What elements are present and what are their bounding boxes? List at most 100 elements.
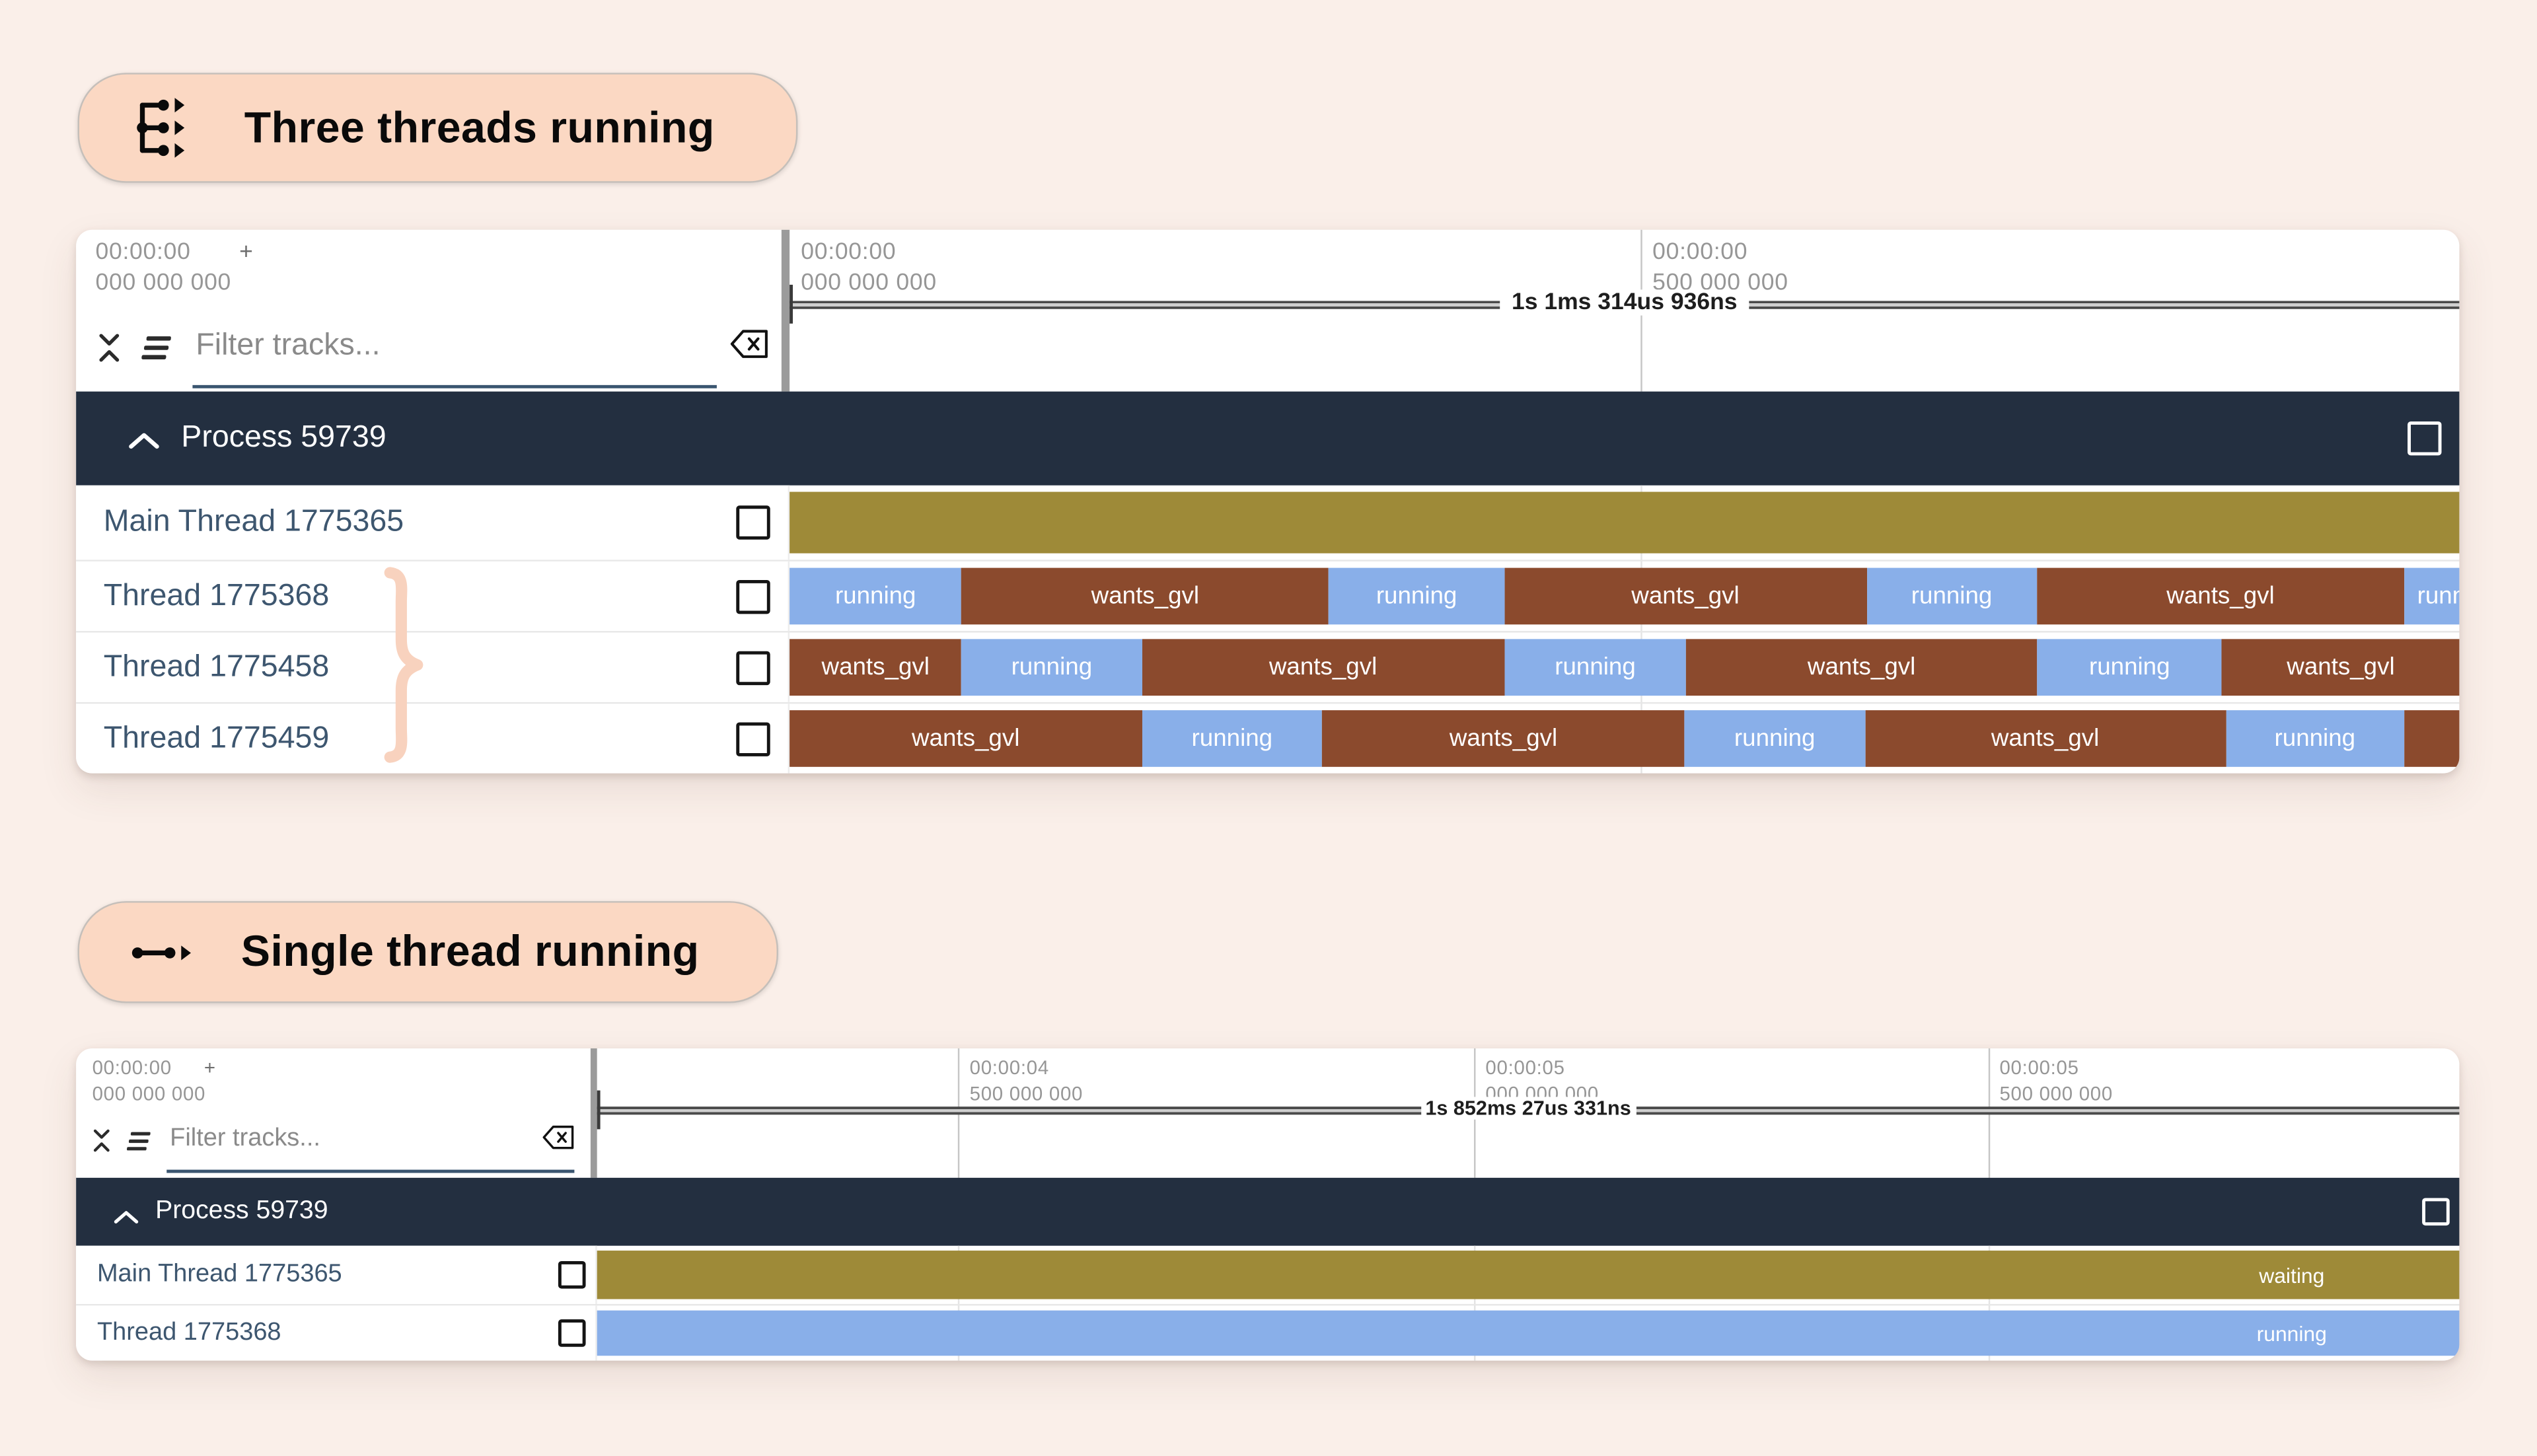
origin-ns-label: 000 000 000 [92, 1082, 206, 1105]
filter-row [76, 1113, 591, 1173]
slice-label: running [1191, 725, 1273, 752]
slice-wants_gvl[interactable]: wants_gvl [2222, 639, 2460, 696]
track-shell: Main Thread 1775365 [76, 485, 790, 560]
track-name: Thread 1775458 [103, 649, 330, 684]
slice-running[interactable]: running [790, 567, 962, 625]
slice-wants_gvl[interactable]: wants_gvl [1864, 710, 2226, 767]
track-checkbox[interactable] [558, 1260, 586, 1289]
origin-ns-label: 000 000 000 [95, 269, 232, 295]
clear-filter-icon[interactable] [729, 328, 768, 359]
selection-duration-label: 1s 1ms 314us 936ns [1506, 289, 1742, 316]
slice-label: running [834, 582, 916, 610]
process-checkbox[interactable] [2408, 421, 2442, 456]
slice-running[interactable]: running [2404, 567, 2460, 625]
gridline-time: 00:00:05 [1999, 1056, 2079, 1079]
slice-label: running [2417, 582, 2460, 610]
process-group-row[interactable]: Process 59739 [76, 391, 2460, 486]
annotation-label: Three threads running [244, 102, 715, 151]
clear-filter-icon[interactable] [542, 1124, 574, 1149]
slice-wants_gvl[interactable] [2404, 710, 2460, 767]
slice-label: waiting [2259, 1262, 2325, 1288]
slice-wants_gvl[interactable]: wants_gvl [1142, 639, 1504, 696]
track-shell: Thread 1775458 [76, 632, 790, 702]
slice-label: running [2274, 725, 2356, 752]
slice-label: wants_gvl [1091, 582, 1200, 610]
slice-label: wants_gvl [912, 725, 1020, 752]
slice-wants_gvl[interactable]: wants_gvl [1686, 639, 2037, 696]
slice-wants_gvl[interactable]: wants_gvl [961, 567, 1329, 625]
gridline-time: 00:00:04 [969, 1056, 1049, 1079]
slice-wants_gvl[interactable]: wants_gvl [790, 639, 962, 696]
slice-wants_gvl[interactable]: wants_gvl [1504, 567, 1867, 625]
row-gridline [958, 1245, 960, 1361]
slice-wants_gvl[interactable]: wants_gvl [1322, 710, 1685, 767]
track-shell: Thread 1775368 [76, 1305, 597, 1361]
track-checkbox[interactable] [736, 505, 770, 540]
slice-waiting[interactable] [790, 491, 2460, 554]
track-checkbox[interactable] [736, 650, 770, 684]
track-checkbox[interactable] [736, 721, 770, 756]
slice-running[interactable]: running [1866, 567, 2037, 625]
trace-panel-single-thread: 00:00:00+000 000 000 00:00:04 500 000 000 0… [76, 1048, 2460, 1361]
slice-wants_gvl[interactable]: wants_gvl [790, 710, 1142, 767]
track-timeline: waiting [597, 1246, 2460, 1304]
slice-label: wants_gvl [2287, 653, 2395, 682]
collapse-all-icon[interactable] [91, 1127, 112, 1153]
track-row[interactable]: Main Thread 1775365 [76, 485, 2460, 562]
trace-origin-time: 00:00:00+000 000 000 [95, 238, 253, 298]
slice-running[interactable]: running [597, 1310, 2460, 1356]
slice-running[interactable]: running [1504, 639, 1687, 696]
track-list-icon[interactable] [141, 335, 173, 361]
process-group-row[interactable]: Process 59739 [76, 1177, 2460, 1246]
annotation-badge-three-threads: Three threads running [77, 73, 798, 183]
slice-label: running [1011, 653, 1093, 682]
single-thread-icon [128, 939, 199, 965]
thread-group-brace [381, 563, 426, 767]
track-name: Thread 1775459 [103, 721, 330, 755]
zoom-plus-icon[interactable]: + [239, 239, 254, 266]
selection-ruler-cap [597, 1090, 601, 1130]
slice-running[interactable]: running [1142, 710, 1323, 767]
slice-label: wants_gvl [2166, 582, 2275, 610]
track-checkbox[interactable] [736, 579, 770, 614]
slice-waiting[interactable]: waiting [597, 1251, 2460, 1299]
timeline-header: 00:00:00+000 000 000 00:00:04 500 000 000 0… [76, 1048, 2460, 1178]
filter-row [76, 314, 782, 388]
process-checkbox[interactable] [2422, 1198, 2450, 1226]
slice-running[interactable]: running [1684, 710, 1865, 767]
gridline-ns: 500 000 000 [969, 1082, 1084, 1105]
filter-tracks-input[interactable] [192, 317, 717, 388]
selection-ruler-cap [790, 285, 793, 324]
slice-running[interactable]: running [961, 639, 1142, 696]
gridline-time: 00:00:05 [1485, 1056, 1565, 1079]
annotation-label: Single thread running [240, 927, 700, 976]
slice-running[interactable]: running [2036, 639, 2223, 696]
chevron-up-icon[interactable] [128, 429, 160, 449]
annotation-badge-single-thread: Single thread running [77, 901, 778, 1003]
row-gridline [1988, 1245, 1990, 1361]
chevron-up-icon[interactable] [113, 1204, 139, 1225]
header-divider [590, 1048, 597, 1178]
collapse-all-icon[interactable] [95, 332, 123, 364]
origin-line: 00:00:00+ [92, 1055, 216, 1081]
slice-wants_gvl[interactable]: wants_gvl [2036, 567, 2404, 625]
slice-running[interactable]: running [1329, 567, 1504, 625]
track-list-icon[interactable] [126, 1130, 152, 1151]
zoom-plus-icon[interactable]: + [203, 1056, 216, 1079]
trace-origin-time: 00:00:00+000 000 000 [92, 1055, 216, 1107]
track-checkbox[interactable] [558, 1319, 586, 1347]
slice-running[interactable]: running [2225, 710, 2405, 767]
selection-ruler-line [1631, 1107, 2460, 1115]
header-divider [781, 229, 790, 392]
selection-ruler-line [597, 1107, 1426, 1115]
filter-tracks-input[interactable] [166, 1116, 575, 1173]
